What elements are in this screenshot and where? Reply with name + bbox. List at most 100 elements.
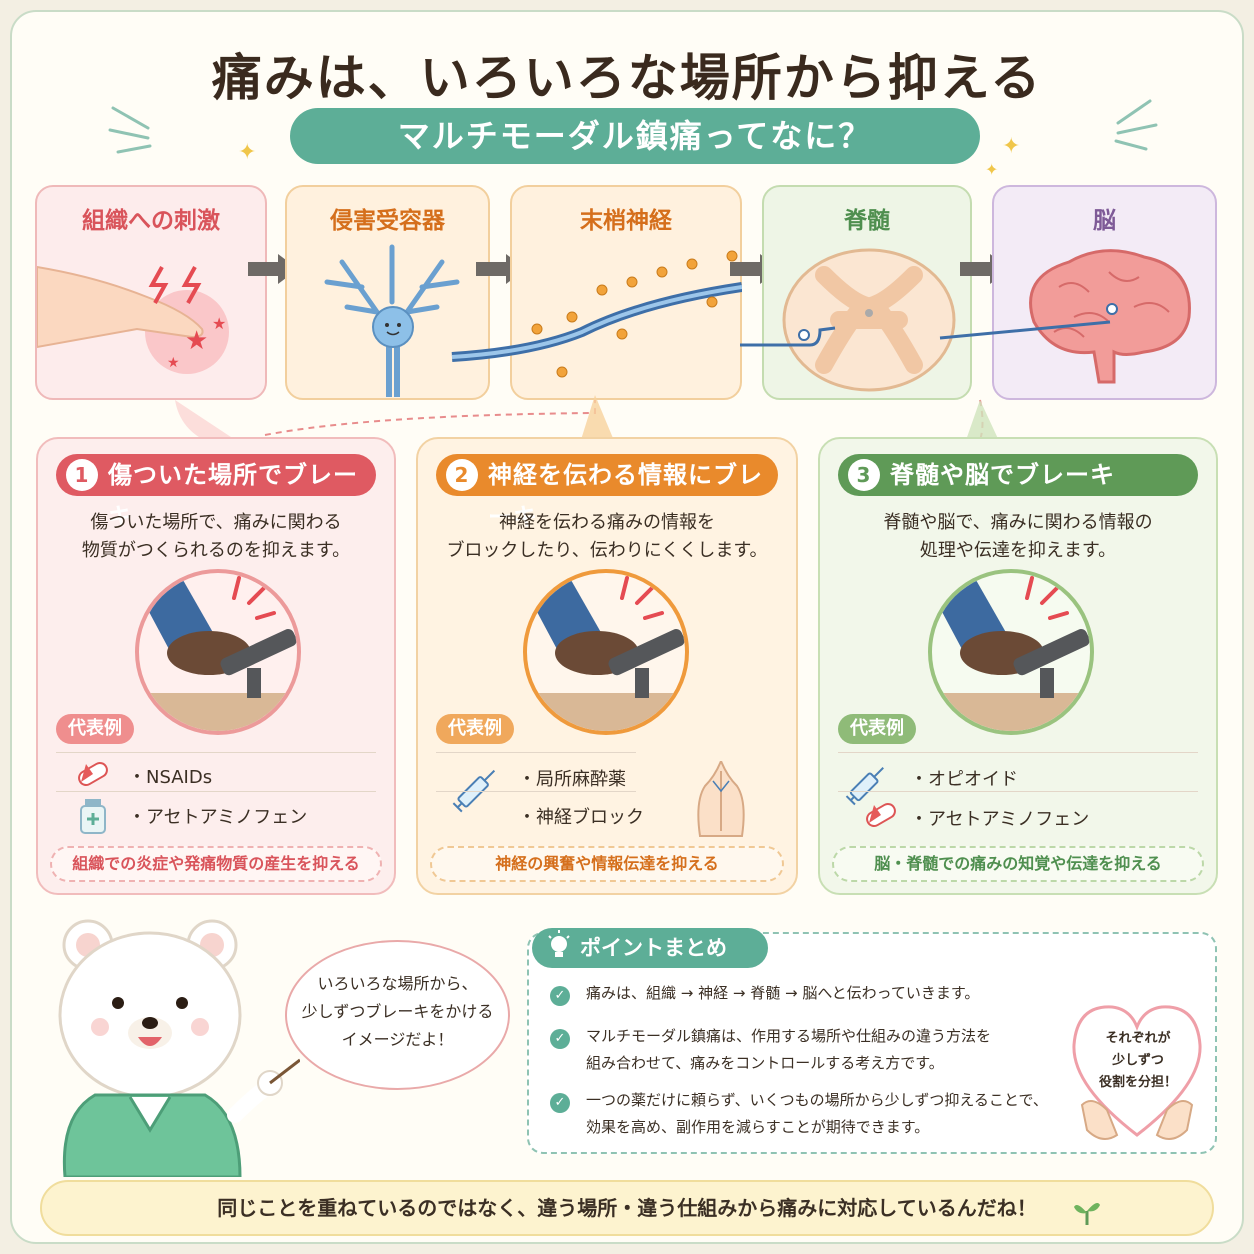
mechanism-box-nerve: 2 神経を伝わる情報にブレーキ 神経を伝わる痛みの情報をブロックしたり、伝わりにく…: [416, 437, 798, 895]
point-line: 効果を高め、副作用を減らすことが期待できます。: [586, 1118, 930, 1136]
bottom-message-text: 同じことを重ねているのではなく、違う場所・違う仕組みから痛みに対応しているんだね…: [217, 1196, 1037, 1220]
signal-path-line: [740, 320, 1111, 347]
medicine-bottle-icon: [78, 797, 108, 839]
point-line: 組み合わせて、痛みをコントロールする考え方です。: [586, 1054, 944, 1072]
stage-tissue: 組織への刺激 ★ ★ ★: [35, 185, 267, 400]
summary-point: 一つの薬だけに頼らず、いくつもの場所から少しずつ抑えることで、効果を高め、副作用…: [586, 1087, 1048, 1141]
box-title-text: 神経を伝わる情報にブレーキ: [488, 461, 763, 531]
stage-label: 脊髄: [844, 208, 890, 234]
summary-point: マルチモーダル鎮痛は、作用する場所や仕組みの違う方法を組み合わせて、痛みをコント…: [586, 1023, 991, 1077]
brain-icon: [1029, 249, 1191, 384]
divider: [56, 791, 376, 792]
summary-point: 痛みは、組織 → 神経 → 脊髄 → 脳へと伝わっていきます。: [586, 980, 979, 1007]
divider: [838, 752, 1198, 753]
svg-text:★: ★: [212, 314, 226, 333]
bottom-message: 同じことを重ねているのではなく、違う場所・違う仕組みから痛みに対応しているんだね…: [40, 1180, 1214, 1236]
desc-line: 脊髄や脳で、痛みに関わる情報の: [883, 512, 1153, 533]
example-item: ・アセトアミノフェン: [910, 809, 1090, 830]
box-footer: 神経の興奮や情報伝達を抑える: [430, 846, 784, 882]
mechanism-box-spinal-brain: 3 脊髄や脳でブレーキ 脊髄や脳で、痛みに関わる情報の処理や伝達を抑えます。 代表…: [818, 437, 1218, 895]
svg-text:★: ★: [167, 355, 180, 371]
nociceptor-icon: [324, 244, 460, 397]
desc-line: ブロックしたり、伝わりにくくします。: [446, 540, 768, 561]
step-number: 1: [66, 459, 98, 491]
summary-title-text: ポイントまとめ: [580, 936, 727, 960]
sparkle-icon: ✦: [985, 160, 999, 179]
stage-peripheral-nerve: 末梢神経: [451, 185, 742, 400]
heart-line: それぞれが: [1105, 1031, 1171, 1046]
heart-line: 役割を分担！: [1098, 1075, 1177, 1090]
brake-pedal-illustration: [135, 569, 301, 735]
box-title: 3 脊髄や脳でブレーキ: [838, 454, 1198, 496]
box-title-text: 脊髄や脳でブレーキ: [890, 461, 1115, 489]
box-title-text: 傷ついた場所でブレーキ: [108, 461, 358, 531]
divider: [56, 752, 376, 753]
spinal-cord-icon: [782, 248, 956, 392]
bubble-line: いろいろな場所から、: [317, 974, 478, 993]
stage-label: 組織への刺激: [82, 208, 220, 234]
syringe-icon: [842, 759, 892, 813]
examples-tag: 代表例: [436, 714, 514, 744]
point-line: 痛みは、組織 → 神経 → 脊髄 → 脳へと伝わっていきます。: [586, 984, 980, 1002]
bear-mascot: [58, 919, 300, 1177]
example-item: ・神経ブロック: [518, 807, 644, 828]
bubble-line: イメージだよ！: [341, 1030, 454, 1049]
check-icon: ✓: [550, 1093, 570, 1113]
bubble-line: 少しずつブレーキをかける: [301, 1002, 494, 1021]
heart-caption: それぞれが 少しずつ 役割を分担！: [1078, 1028, 1198, 1094]
stage-spinal-cord: 脊髄: [762, 185, 972, 400]
sparkle-icon: ✦: [238, 140, 257, 165]
divider: [436, 791, 636, 792]
box-footer: 組織での炎症や発痛物質の産生を抑える: [50, 846, 382, 882]
example-item: ・アセトアミノフェン: [128, 807, 308, 828]
example-item: ・局所麻酔薬: [518, 769, 626, 790]
subtitle-banner: マルチモーダル鎮痛ってなに？: [290, 108, 980, 164]
examples-tag: 代表例: [56, 714, 134, 744]
box-description: 神経を伝わる痛みの情報をブロックしたり、伝わりにくくします。: [418, 509, 796, 565]
lightbulb-icon: [546, 928, 572, 979]
divider: [838, 791, 1198, 792]
page-title: 痛みは、いろいろな場所から抑える: [211, 49, 1043, 107]
desc-line: 神経を伝わる痛みの情報を: [499, 512, 715, 533]
nerve-icon: [451, 250, 742, 378]
dashed-connector: [175, 395, 1000, 443]
sparkle-icon: ✦: [1002, 134, 1021, 159]
stage-label: 侵害受容器: [330, 208, 445, 234]
capsule-icon: [76, 761, 110, 791]
desc-line: 物質がつくられるのを抑えます。: [81, 540, 351, 561]
bear-speech-bubble: いろいろな場所から、 少しずつブレーキをかける イメージだよ！: [285, 940, 510, 1090]
divider: [436, 752, 636, 753]
brake-pedal-illustration: [523, 569, 689, 735]
example-item: ・NSAIDs: [128, 767, 213, 788]
stage-brain: 脳: [992, 185, 1217, 400]
point-line: マルチモーダル鎮痛は、作用する場所や仕組みの違う方法を: [586, 1027, 992, 1045]
hand-icon: ★ ★ ★: [37, 265, 229, 374]
check-icon: ✓: [550, 1029, 570, 1049]
heart-hands-icon: [1072, 1005, 1202, 1140]
brake-pedal-illustration: [928, 569, 1094, 735]
box-description: 傷ついた場所で、痛みに関わる物質がつくられるのを抑えます。: [38, 509, 394, 565]
mechanism-box-tissue: 1 傷ついた場所でブレーキ 傷ついた場所で、痛みに関わる物質がつくられるのを抑えま…: [36, 437, 396, 895]
summary-title: ポイントまとめ: [532, 928, 768, 968]
sprout-icon: [1072, 1194, 1102, 1246]
box-footer: 脳・脊髄での痛みの知覚や伝達を抑える: [832, 846, 1204, 882]
check-icon: ✓: [550, 986, 570, 1006]
examples-tag: 代表例: [838, 714, 916, 744]
step-number: 2: [446, 459, 478, 491]
svg-text:★: ★: [185, 326, 208, 356]
deco-lines-left: [108, 100, 168, 166]
deco-lines-right: [1100, 95, 1160, 161]
heart-line: 少しずつ: [1112, 1053, 1164, 1068]
capsule-icon: [864, 801, 898, 833]
step-number: 3: [848, 459, 880, 491]
example-item: ・オピオイド: [910, 769, 1018, 790]
stage-nociceptor: 侵害受容器: [285, 185, 490, 400]
stage-label: 末梢神経: [580, 208, 672, 234]
box-title: 1 傷ついた場所でブレーキ: [56, 454, 376, 531]
desc-line: 処理や伝達を抑えます。: [919, 540, 1117, 561]
box-description: 脊髄や脳で、痛みに関わる情報の処理や伝達を抑えます。: [820, 509, 1216, 565]
back-body-icon: [680, 758, 762, 841]
box-title: 2 神経を伝わる情報にブレーキ: [436, 454, 778, 531]
point-line: 一つの薬だけに頼らず、いくつもの場所から少しずつ抑えることで、: [586, 1091, 1048, 1109]
stage-label: 脳: [1093, 208, 1116, 234]
